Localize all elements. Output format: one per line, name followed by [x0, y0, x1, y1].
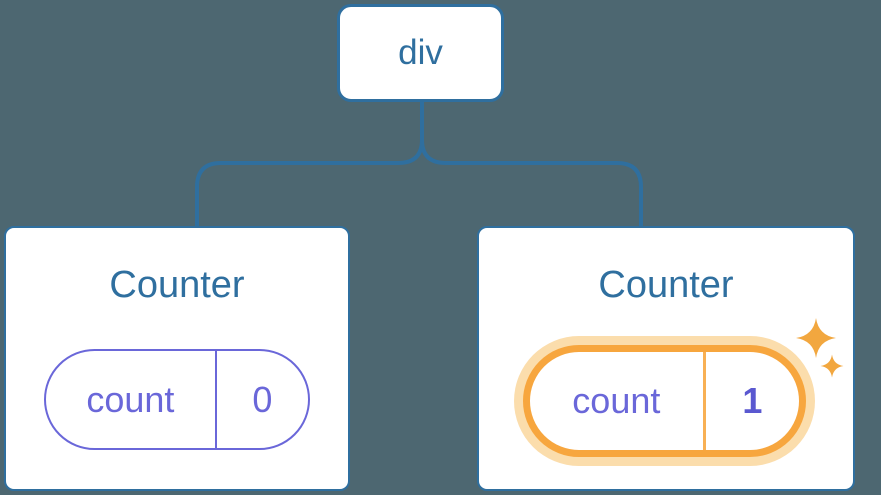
counter-card-left-title: Counter	[109, 264, 245, 306]
counter-card-right: Counter count 1	[477, 226, 855, 491]
state-pill-value: 0	[252, 378, 273, 420]
state-pill-count-1: count 1	[523, 345, 806, 457]
state-pill-value: 1	[742, 380, 763, 421]
state-pill-key: count	[530, 352, 706, 450]
state-pill-count-0: count 0	[44, 349, 310, 450]
state-pill-key: count	[46, 351, 217, 448]
tree-node-div: div	[337, 4, 504, 102]
counter-card-right-title: Counter	[598, 264, 734, 306]
connector-left-branch	[195, 102, 424, 227]
connector-right-branch	[420, 102, 643, 227]
tree-node-div-label: div	[398, 33, 443, 72]
counter-card-left: Counter count 0	[4, 226, 350, 491]
